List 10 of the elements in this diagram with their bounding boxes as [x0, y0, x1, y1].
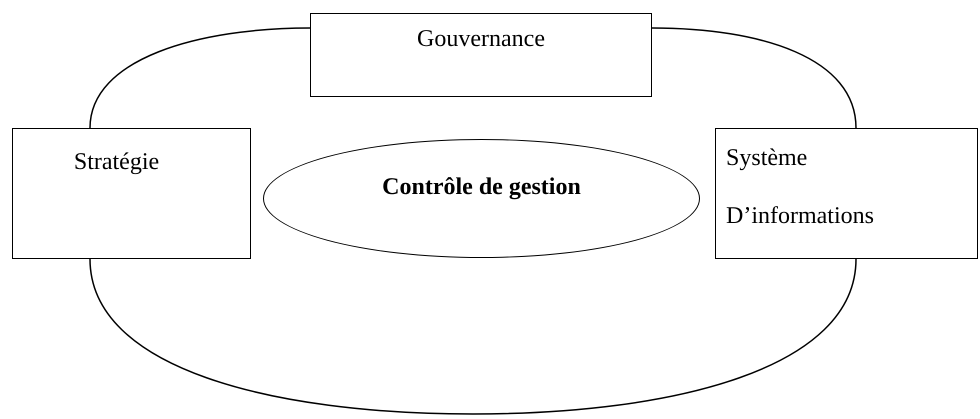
connector-curve: [652, 27, 857, 128]
node-label: Système D’informations: [725, 144, 875, 231]
process-box: [715, 128, 978, 259]
connector-curve: [89, 27, 310, 128]
connector-curve: [89, 258, 857, 415]
node-label: Gouvernance: [416, 25, 546, 54]
node-label: Stratégie: [72, 148, 160, 177]
node-label: Contrôle de gestion: [382, 172, 581, 202]
process-box: [12, 128, 251, 259]
process-box: [310, 13, 652, 97]
